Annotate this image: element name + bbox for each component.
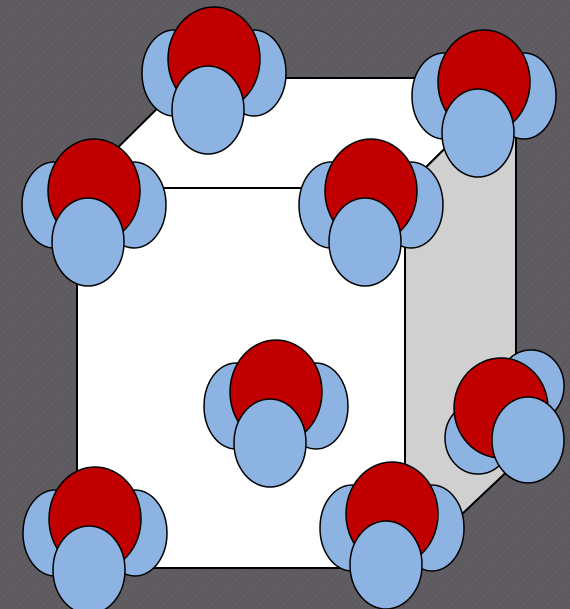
hydrogen-atom xyxy=(329,198,401,286)
hydrogen-atom xyxy=(172,66,244,154)
hydrogen-atom xyxy=(234,399,306,487)
hydrogen-atom xyxy=(492,397,564,483)
hydrogen-atom xyxy=(52,198,124,286)
hydrogen-atom xyxy=(350,521,422,609)
hydrogen-atom xyxy=(442,89,514,177)
hydrogen-atom xyxy=(53,526,125,609)
